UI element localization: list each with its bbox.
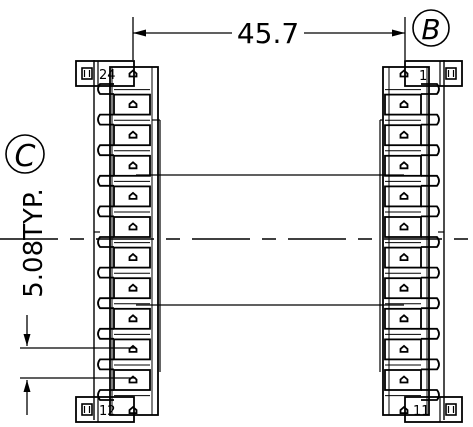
left-pin-marker: [128, 130, 138, 139]
pitch-arrow-top: [23, 334, 31, 346]
right-pin-marker: [399, 130, 409, 139]
right-lead: [421, 205, 440, 218]
left-pin-cell: [113, 216, 151, 238]
dim-pitch-label: 5.08TYP.: [19, 188, 49, 298]
pin-label-top-left: 24: [99, 68, 116, 83]
callout-c: C: [5, 134, 45, 174]
left-pin-cell: [113, 185, 151, 208]
right-pin-cell: [384, 369, 422, 391]
left-lead: [97, 358, 114, 371]
left-pin-marker: [128, 191, 138, 200]
right-pin-marker: [399, 375, 409, 384]
left-lead: [97, 236, 114, 248]
right-pin-cell: [384, 246, 422, 269]
left-pin-marker: [128, 314, 138, 323]
right-pin-marker: [399, 344, 409, 353]
right-pin-marker: [399, 69, 409, 78]
right-pin-marker: [399, 405, 409, 414]
pitch-arrow-bottom: [23, 380, 31, 392]
left-lead: [97, 327, 114, 340]
pin-label-top-right: 1: [419, 69, 427, 84]
pin-rows: [97, 69, 440, 414]
left-pin-marker: [128, 283, 138, 292]
right-pin-marker: [399, 283, 409, 292]
callout-c-letter: C: [15, 139, 36, 174]
corner-tab-top-right: [404, 60, 463, 87]
left-connector-body: [109, 66, 161, 416]
right-lead: [421, 297, 440, 310]
corner-tab-top-left: [75, 60, 135, 87]
right-lead: [421, 174, 440, 187]
dim-width-label: 45.7: [237, 17, 299, 50]
right-pin-cell: [384, 307, 422, 330]
left-pin-cell: [113, 338, 151, 361]
right-pin-cell: [384, 154, 422, 177]
left-pin-cell: [113, 369, 151, 391]
right-lead: [421, 83, 440, 95]
right-pin-cell: [384, 185, 422, 208]
right-lead: [421, 113, 440, 126]
right-pin-marker: [399, 99, 409, 108]
left-lead: [97, 389, 114, 401]
left-pin-cell: [113, 124, 151, 147]
dim-arrow-left: [133, 29, 146, 37]
right-pin-cell: [384, 93, 422, 116]
right-pin-cell: [384, 338, 422, 361]
left-pin-marker: [128, 69, 138, 78]
left-pin-cell: [113, 93, 151, 116]
corner-tab-bottom-left: [75, 396, 135, 423]
right-lead: [421, 389, 440, 401]
right-lead: [421, 144, 440, 157]
right-pin-cell: [384, 277, 422, 300]
pin-label-bottom-right: 11: [413, 404, 430, 419]
right-pin-marker: [399, 252, 409, 261]
left-pin-marker: [128, 344, 138, 353]
left-lead: [97, 144, 114, 157]
right-pin-cell: [384, 124, 422, 147]
left-pin-marker: [128, 405, 138, 414]
left-pin-cell: [113, 246, 151, 269]
callout-b: B: [412, 9, 450, 47]
right-lead: [421, 358, 440, 371]
right-lead: [421, 236, 440, 248]
left-lead: [97, 266, 114, 279]
right-pin-cell: [384, 216, 422, 238]
left-lead: [97, 174, 114, 187]
left-pin-cell: [113, 277, 151, 300]
left-pin-cell: [113, 154, 151, 177]
left-lead: [97, 83, 114, 95]
right-pin-marker: [399, 222, 409, 231]
left-pin-marker: [128, 99, 138, 108]
left-pin-marker: [128, 252, 138, 261]
frame-lines: [93, 60, 445, 420]
dimension-pitch: 5.08TYP.: [19, 188, 136, 415]
dim-arrow-right: [392, 29, 405, 37]
dimension-width: 45.7: [132, 17, 406, 60]
right-pin-marker: [399, 161, 409, 170]
left-lead: [97, 113, 114, 126]
pin-label-bottom-left: 12: [99, 404, 116, 419]
right-pin-marker: [399, 314, 409, 323]
left-pin-marker: [128, 161, 138, 170]
right-connector-body: [379, 66, 430, 416]
left-pin-marker: [128, 222, 138, 231]
right-lead: [421, 266, 440, 279]
left-lead: [97, 297, 114, 310]
right-pin-marker: [399, 191, 409, 200]
corner-tab-bottom-right: [404, 396, 463, 423]
callout-b-letter: B: [421, 13, 440, 46]
right-lead: [421, 327, 440, 340]
left-lead: [97, 205, 114, 218]
left-pin-cell: [113, 307, 151, 330]
